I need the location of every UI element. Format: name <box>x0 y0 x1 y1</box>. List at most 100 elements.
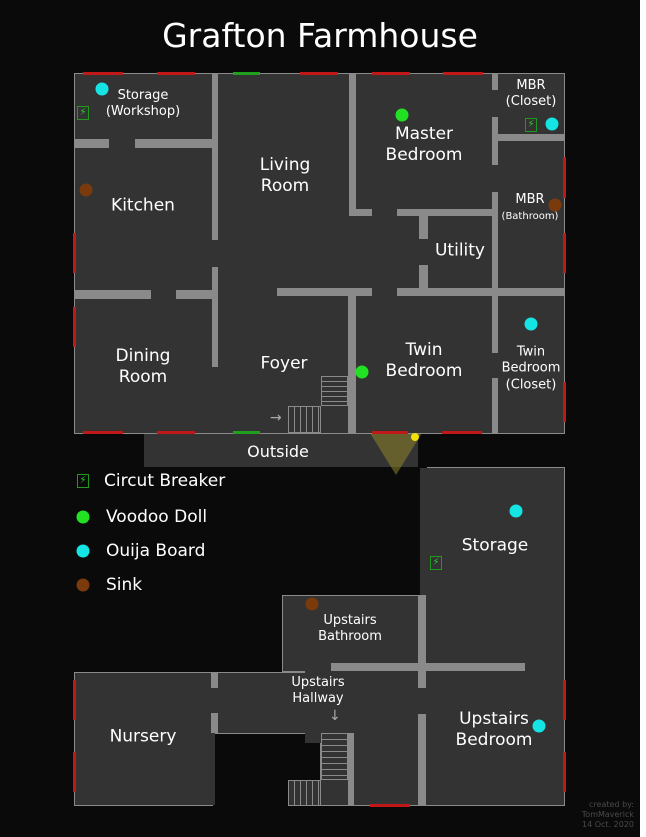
sink-marker <box>548 198 562 212</box>
stairs-arrow-icon: → <box>270 410 282 426</box>
window <box>73 752 76 792</box>
floor-fill <box>305 663 427 743</box>
room-label-storage-workshop: Storage (Workshop) <box>105 87 181 119</box>
window <box>563 233 566 273</box>
window <box>83 431 123 434</box>
wall <box>211 713 218 733</box>
room-label-upstairs-hallway: Upstairs Hallway <box>291 674 345 706</box>
stairs <box>288 780 321 806</box>
wall <box>418 714 426 806</box>
front-door <box>233 431 260 434</box>
wall <box>176 290 212 299</box>
wall <box>492 192 498 353</box>
credit: created by: TomMaverick 14 Oct. 2020 <box>582 800 634 830</box>
ouija-board-marker <box>509 504 523 518</box>
wall <box>135 139 212 148</box>
wall <box>349 73 356 216</box>
wall <box>349 209 372 216</box>
room-label-master-bedroom: Master Bedroom <box>385 123 463 165</box>
sink-marker <box>305 597 319 611</box>
legend-circuit-breaker: Circut Breaker <box>104 471 226 491</box>
room-label-upstairs-bathroom: Upstairs Bathroom <box>318 612 382 644</box>
window <box>563 157 566 198</box>
door <box>233 72 260 75</box>
window <box>157 431 195 434</box>
area-label-outside: Outside <box>247 442 309 461</box>
ouija-board-marker <box>524 317 538 331</box>
wall <box>211 672 218 688</box>
credit-line: created by: <box>589 800 634 809</box>
wall <box>492 117 498 165</box>
room-label-upstairs-bedroom: Upstairs Bedroom <box>455 708 533 750</box>
player-position-marker <box>411 433 419 441</box>
ouija-board-marker <box>95 82 109 96</box>
room-label-utility: Utility <box>434 240 486 261</box>
wall <box>212 73 218 240</box>
wall <box>419 216 428 239</box>
legend-sink: Sink <box>106 575 143 595</box>
wall <box>397 288 564 296</box>
credit-author: TomMaverick <box>581 810 634 819</box>
voodoo-doll-marker <box>395 108 409 122</box>
wall <box>331 663 525 671</box>
sink-icon <box>76 578 90 592</box>
stairs <box>288 406 321 433</box>
floor-fill <box>420 468 564 805</box>
credit-date: 14 Oct. 2020 <box>582 820 634 829</box>
legend-ouija-board: Ouija Board <box>106 541 206 561</box>
room-label-mbr-bathroom-sub: (Bathroom) <box>501 210 559 222</box>
floor-fill <box>212 673 322 733</box>
ouija-board-marker <box>532 719 546 733</box>
circuit-breaker-icon: ⚡ <box>77 106 89 120</box>
ouija-board-marker <box>545 117 559 131</box>
voodoo-doll-icon <box>76 510 90 524</box>
circuit-breaker-icon: ⚡ <box>525 118 537 132</box>
window <box>157 72 195 75</box>
window <box>370 804 410 807</box>
room-label-dining-room: Dining Room <box>115 345 171 387</box>
map-title: Grafton Farmhouse <box>162 16 478 55</box>
stairs <box>321 733 348 780</box>
window <box>73 307 76 347</box>
circuit-breaker-icon: ⚡ <box>430 556 442 570</box>
window <box>300 72 338 75</box>
wall <box>277 288 372 296</box>
wall <box>492 73 498 90</box>
wall <box>348 733 354 805</box>
wall <box>498 134 564 141</box>
floor-fill <box>75 673 215 805</box>
room-label-living-room: Living Room <box>259 154 311 196</box>
window <box>372 431 408 434</box>
room-label-mbr-bathroom: MBR <box>515 191 545 207</box>
room-label-mbr-closet: MBR (Closet) <box>505 77 557 109</box>
window <box>563 680 566 720</box>
ouija-board-icon <box>76 544 90 558</box>
window <box>372 72 410 75</box>
circuit-breaker-icon: ⚡ <box>77 474 89 488</box>
ground-floor <box>74 73 565 434</box>
wall <box>418 595 426 688</box>
room-label-kitchen: Kitchen <box>111 195 175 216</box>
room-label-twin-bedroom-closet: Twin Bedroom (Closet) <box>501 344 561 393</box>
window <box>83 72 123 75</box>
wall <box>348 296 356 433</box>
wall <box>74 290 151 299</box>
wall <box>212 267 218 367</box>
window <box>442 431 482 434</box>
window <box>563 752 566 792</box>
room-label-nursery: Nursery <box>109 726 177 747</box>
voodoo-doll-marker <box>355 365 369 379</box>
stairs-arrow-icon: ↓ <box>329 708 341 724</box>
window <box>73 680 76 720</box>
window <box>563 382 566 422</box>
wall <box>74 139 109 148</box>
window <box>443 72 483 75</box>
stairs <box>321 376 348 406</box>
room-label-twin-bedroom: Twin Bedroom <box>385 339 463 381</box>
wall <box>492 378 498 433</box>
room-label-storage: Storage <box>461 535 529 556</box>
wall <box>397 209 492 216</box>
room-label-foyer: Foyer <box>260 353 308 374</box>
legend-voodoo-doll: Voodoo Doll <box>106 507 208 527</box>
